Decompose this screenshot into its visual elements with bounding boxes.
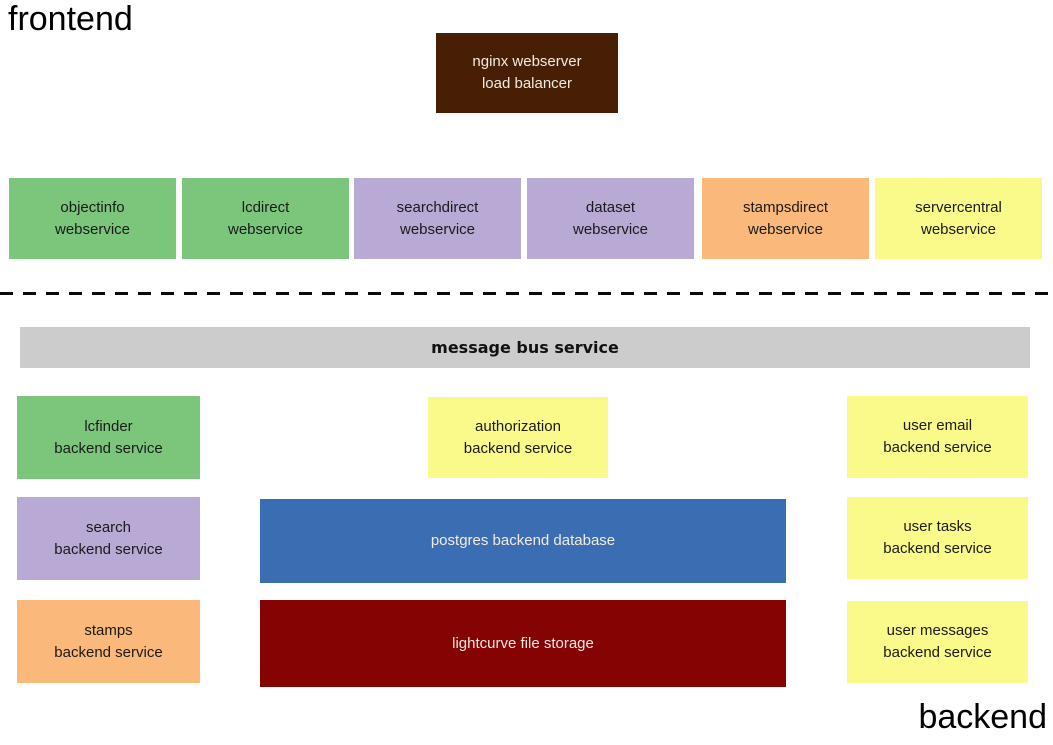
lightcurve-file-storage-box: lightcurve file storage	[260, 600, 786, 687]
backend-service-box-search: search backend service	[17, 497, 200, 580]
box-label-line: webservice	[227, 220, 304, 238]
frontend-service-box-searchdirect: searchdirect webservice	[354, 178, 521, 259]
frontend-service-box-dataset: dataset webservice	[527, 178, 694, 259]
backend-service-box-user-messages: user messages backend service	[847, 601, 1028, 683]
box-label-line: user email	[902, 417, 973, 434]
box-label-line: objectinfo	[60, 198, 125, 216]
box-label-line: authorization	[475, 417, 561, 435]
backend-service-box-user-email: user email backend service	[847, 396, 1028, 478]
box-label-line: backend service	[54, 540, 163, 558]
box-label-line: search	[85, 518, 132, 536]
backend-service-box-stamps: stamps backend service	[17, 600, 200, 683]
box-label-line: dataset	[585, 198, 636, 216]
frontend-service-box-objectinfo: objectinfo webservice	[9, 178, 176, 259]
frontend-service-box-servercentral: servercentral webservice	[875, 178, 1042, 259]
box-label-line: servercentral	[915, 198, 1002, 216]
box-label-line: backend service	[883, 540, 992, 557]
box-label-line: backend service	[463, 439, 573, 457]
frontend-backend-dashed-divider	[0, 292, 1053, 295]
backend-section-label: backend	[918, 698, 1047, 736]
box-label-line: lightcurve file storage	[452, 634, 594, 652]
frontend-service-box-lcdirect: lcdirect webservice	[182, 178, 349, 259]
box-label-line: lcdirect	[241, 198, 290, 216]
box-label-line: backend service	[883, 439, 992, 456]
box-label-line: postgres backend database	[430, 532, 616, 549]
box-label-line: user messages	[886, 622, 989, 639]
box-label-line: webservice	[54, 220, 131, 238]
box-label-line: nginx webserver	[472, 53, 582, 70]
box-label-line: backend service	[54, 439, 163, 457]
backend-service-box-authorization: authorization backend service	[428, 397, 608, 478]
box-label-line: lcfinder	[84, 417, 133, 435]
box-label-line: stamps	[84, 621, 133, 639]
box-label-line: backend service	[54, 643, 163, 661]
box-label-line: user tasks	[903, 518, 972, 535]
backend-service-box-lcfinder: lcfinder backend service	[17, 396, 200, 479]
nginx-load-balancer-box: nginx webserver load balancer	[436, 33, 618, 113]
box-label-line: stampsdirect	[742, 198, 829, 216]
box-label-line: webservice	[747, 220, 824, 238]
frontend-section-label: frontend	[8, 0, 133, 38]
box-label-line: searchdirect	[396, 198, 479, 216]
box-label-line: webservice	[920, 220, 997, 238]
box-label-line: load balancer	[481, 75, 573, 92]
box-label-line: backend service	[883, 644, 992, 661]
box-label-line: webservice	[399, 220, 476, 238]
message-bus-bar: message bus service	[20, 327, 1030, 368]
box-label-line: webservice	[572, 220, 649, 238]
postgres-database-box: postgres backend database	[260, 499, 786, 583]
frontend-service-box-stampsdirect: stampsdirect webservice	[702, 178, 869, 259]
backend-service-box-user-tasks: user tasks backend service	[847, 497, 1028, 579]
